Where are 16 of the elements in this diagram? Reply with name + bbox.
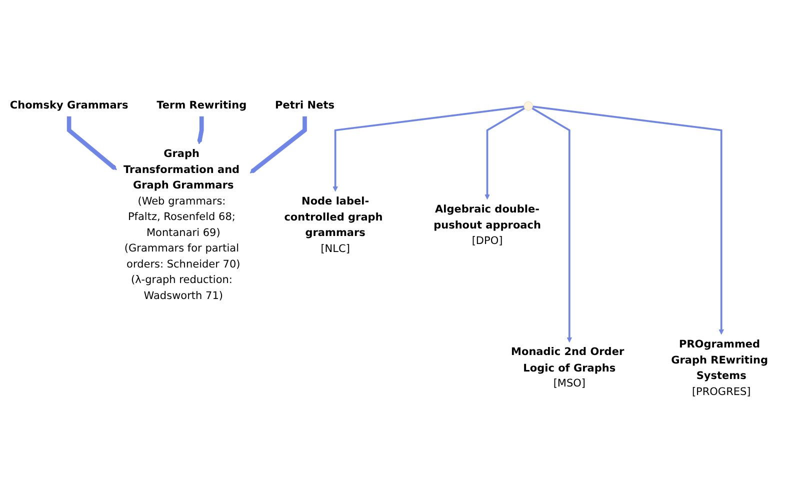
node-text: Chomsky Grammars xyxy=(10,99,128,112)
arrow xyxy=(532,106,724,335)
node-text: Term Rewriting xyxy=(156,99,247,112)
arrow xyxy=(250,116,307,174)
node-text: Graph Transformation and Graph Grammars (Web grammars: Pfaltz, Rosenfeld 68; Montanari 69) (Grammars for partial orders: Schneider 70) (λ-graph reduction: Wadsworth 71) xyxy=(124,148,240,302)
node-text: PROgrammed Graph REwriting Systems [PROGRES] xyxy=(671,338,768,398)
arrow xyxy=(332,106,524,192)
node-text: Algebraic double-pushout approach [DPO] xyxy=(434,202,541,247)
arrow xyxy=(66,116,117,170)
node-text: Petri Nets xyxy=(275,99,334,112)
node-circle xyxy=(524,101,533,111)
arrow xyxy=(484,107,526,200)
node-text: Monadic 2nd Order Logic of Graphs [MSO] xyxy=(511,346,624,390)
node-text: Node label-controlled graph grammars [NLC] xyxy=(284,195,383,255)
arrow xyxy=(197,116,204,144)
arrow xyxy=(532,107,572,342)
